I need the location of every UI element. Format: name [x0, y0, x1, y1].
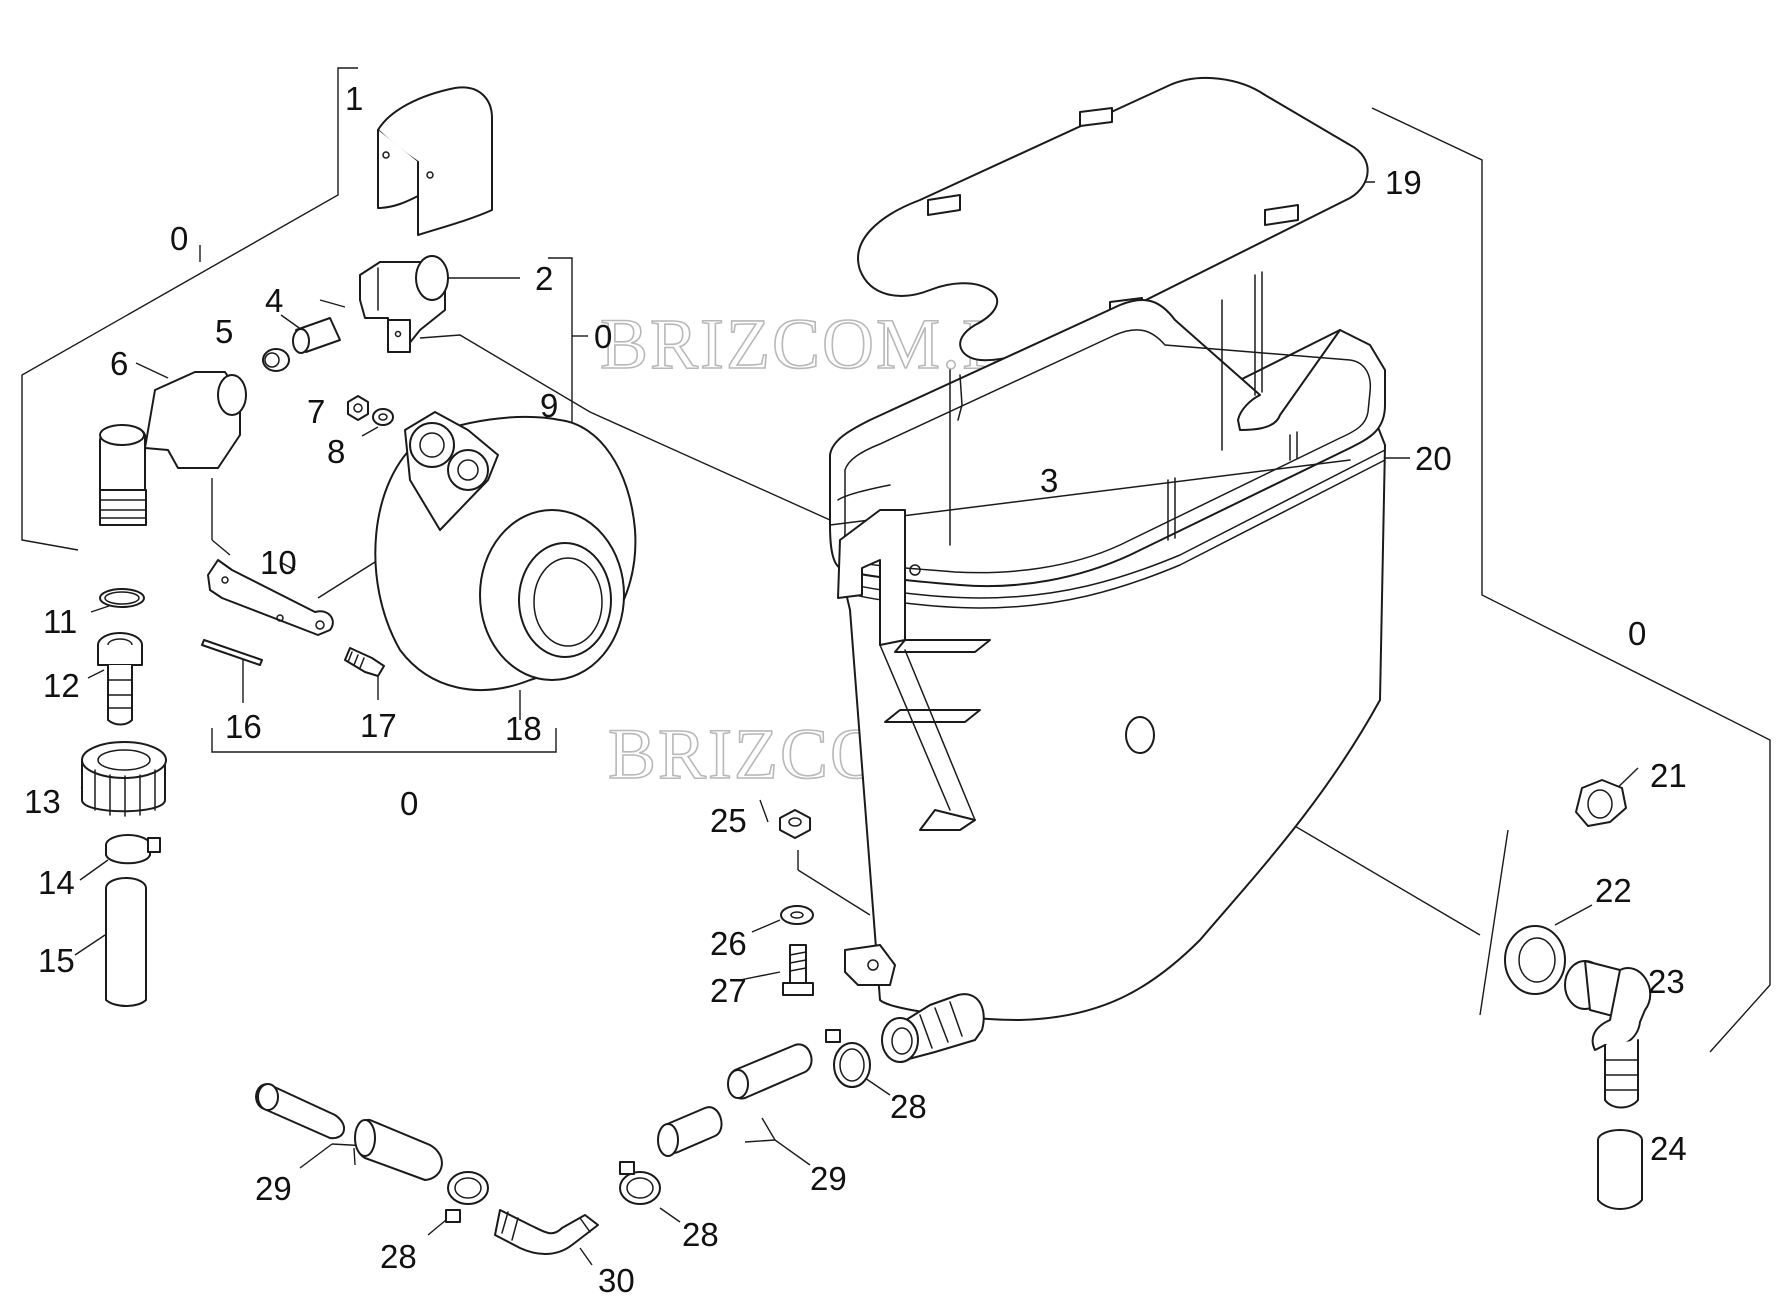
label-10: 10 [260, 544, 297, 581]
label-18: 18 [505, 710, 542, 747]
part-28-hose-clamp-b [445, 1171, 489, 1223]
part-2-valve-body [359, 255, 449, 353]
part-number-labels: 1 2 3 4 5 6 7 8 9 10 11 12 13 14 15 16 1… [24, 80, 1687, 1299]
label-3: 3 [1040, 462, 1058, 499]
group-bracket-bottom [211, 728, 557, 753]
label-1: 1 [345, 80, 363, 117]
group-bracket-right [1371, 107, 1771, 1053]
part-6-elbow-valve [99, 371, 247, 526]
leader-lines [74, 181, 1639, 1266]
label-27: 27 [710, 972, 747, 1009]
label-29-a: 29 [255, 1170, 292, 1207]
part-24-hose [1597, 1129, 1643, 1210]
group-label-right: 0 [1628, 615, 1646, 652]
part-23-elbow-fitting [1564, 960, 1652, 1109]
part-5-bushing [262, 348, 290, 372]
label-5: 5 [215, 313, 233, 350]
part-17-screw [344, 647, 385, 677]
part-10-lever [207, 559, 334, 636]
part-4-sleeve [292, 317, 341, 354]
label-13: 13 [24, 783, 61, 820]
part-12-hose-nipple [97, 632, 143, 726]
label-25: 25 [710, 802, 747, 839]
part-20-tank [829, 271, 1386, 1063]
label-20: 20 [1415, 440, 1452, 477]
part-16-pin [201, 639, 263, 666]
label-17: 17 [360, 707, 397, 744]
label-16: 16 [225, 708, 262, 745]
part-27-bolt [782, 944, 814, 996]
label-28-b: 28 [380, 1238, 417, 1275]
label-26: 26 [710, 925, 747, 962]
label-9: 9 [540, 387, 558, 424]
label-11: 11 [43, 603, 77, 640]
part-29-hose-left [255, 1083, 443, 1181]
part-30-elbow-connector [494, 1209, 599, 1255]
label-8: 8 [327, 433, 345, 470]
label-28-c: 28 [682, 1216, 719, 1253]
label-6: 6 [110, 345, 128, 382]
group-label-left: 0 [170, 220, 188, 257]
label-19: 19 [1385, 164, 1422, 201]
part-7-nut [347, 395, 369, 421]
part-28-hose-clamp-a [825, 1029, 871, 1088]
label-12: 12 [43, 667, 80, 704]
label-14: 14 [38, 864, 75, 901]
label-21: 21 [1650, 757, 1687, 794]
group-label-bottom: 0 [400, 785, 418, 822]
part-13-union-nut [81, 741, 167, 817]
part-28-hose-clamp-c [619, 1161, 661, 1205]
label-7: 7 [307, 393, 325, 430]
label-30: 30 [598, 1262, 635, 1299]
label-23: 23 [1648, 963, 1685, 1000]
label-22: 22 [1595, 872, 1632, 909]
part-25-nut [779, 809, 811, 839]
part-26-washer [780, 905, 814, 925]
part-14-hose-clamp [105, 834, 161, 865]
label-24: 24 [1650, 1130, 1687, 1167]
group-bracket-left [21, 67, 358, 551]
part-11-o-ring [99, 588, 145, 608]
part-15-hose [105, 877, 147, 1007]
label-15: 15 [38, 942, 75, 979]
part-22-washer [1504, 925, 1566, 995]
label-2: 2 [535, 260, 553, 297]
label-29-b: 29 [810, 1160, 847, 1197]
part-1-cover-clip [377, 86, 493, 236]
label-4: 4 [265, 282, 283, 319]
part-21-nut [1575, 779, 1627, 827]
part-29-hose-right [657, 1043, 813, 1157]
part-9-float-bracket [404, 411, 499, 531]
group-label-mid: 0 [594, 318, 612, 355]
label-28-a: 28 [890, 1088, 927, 1125]
part-8-washer [372, 408, 394, 426]
